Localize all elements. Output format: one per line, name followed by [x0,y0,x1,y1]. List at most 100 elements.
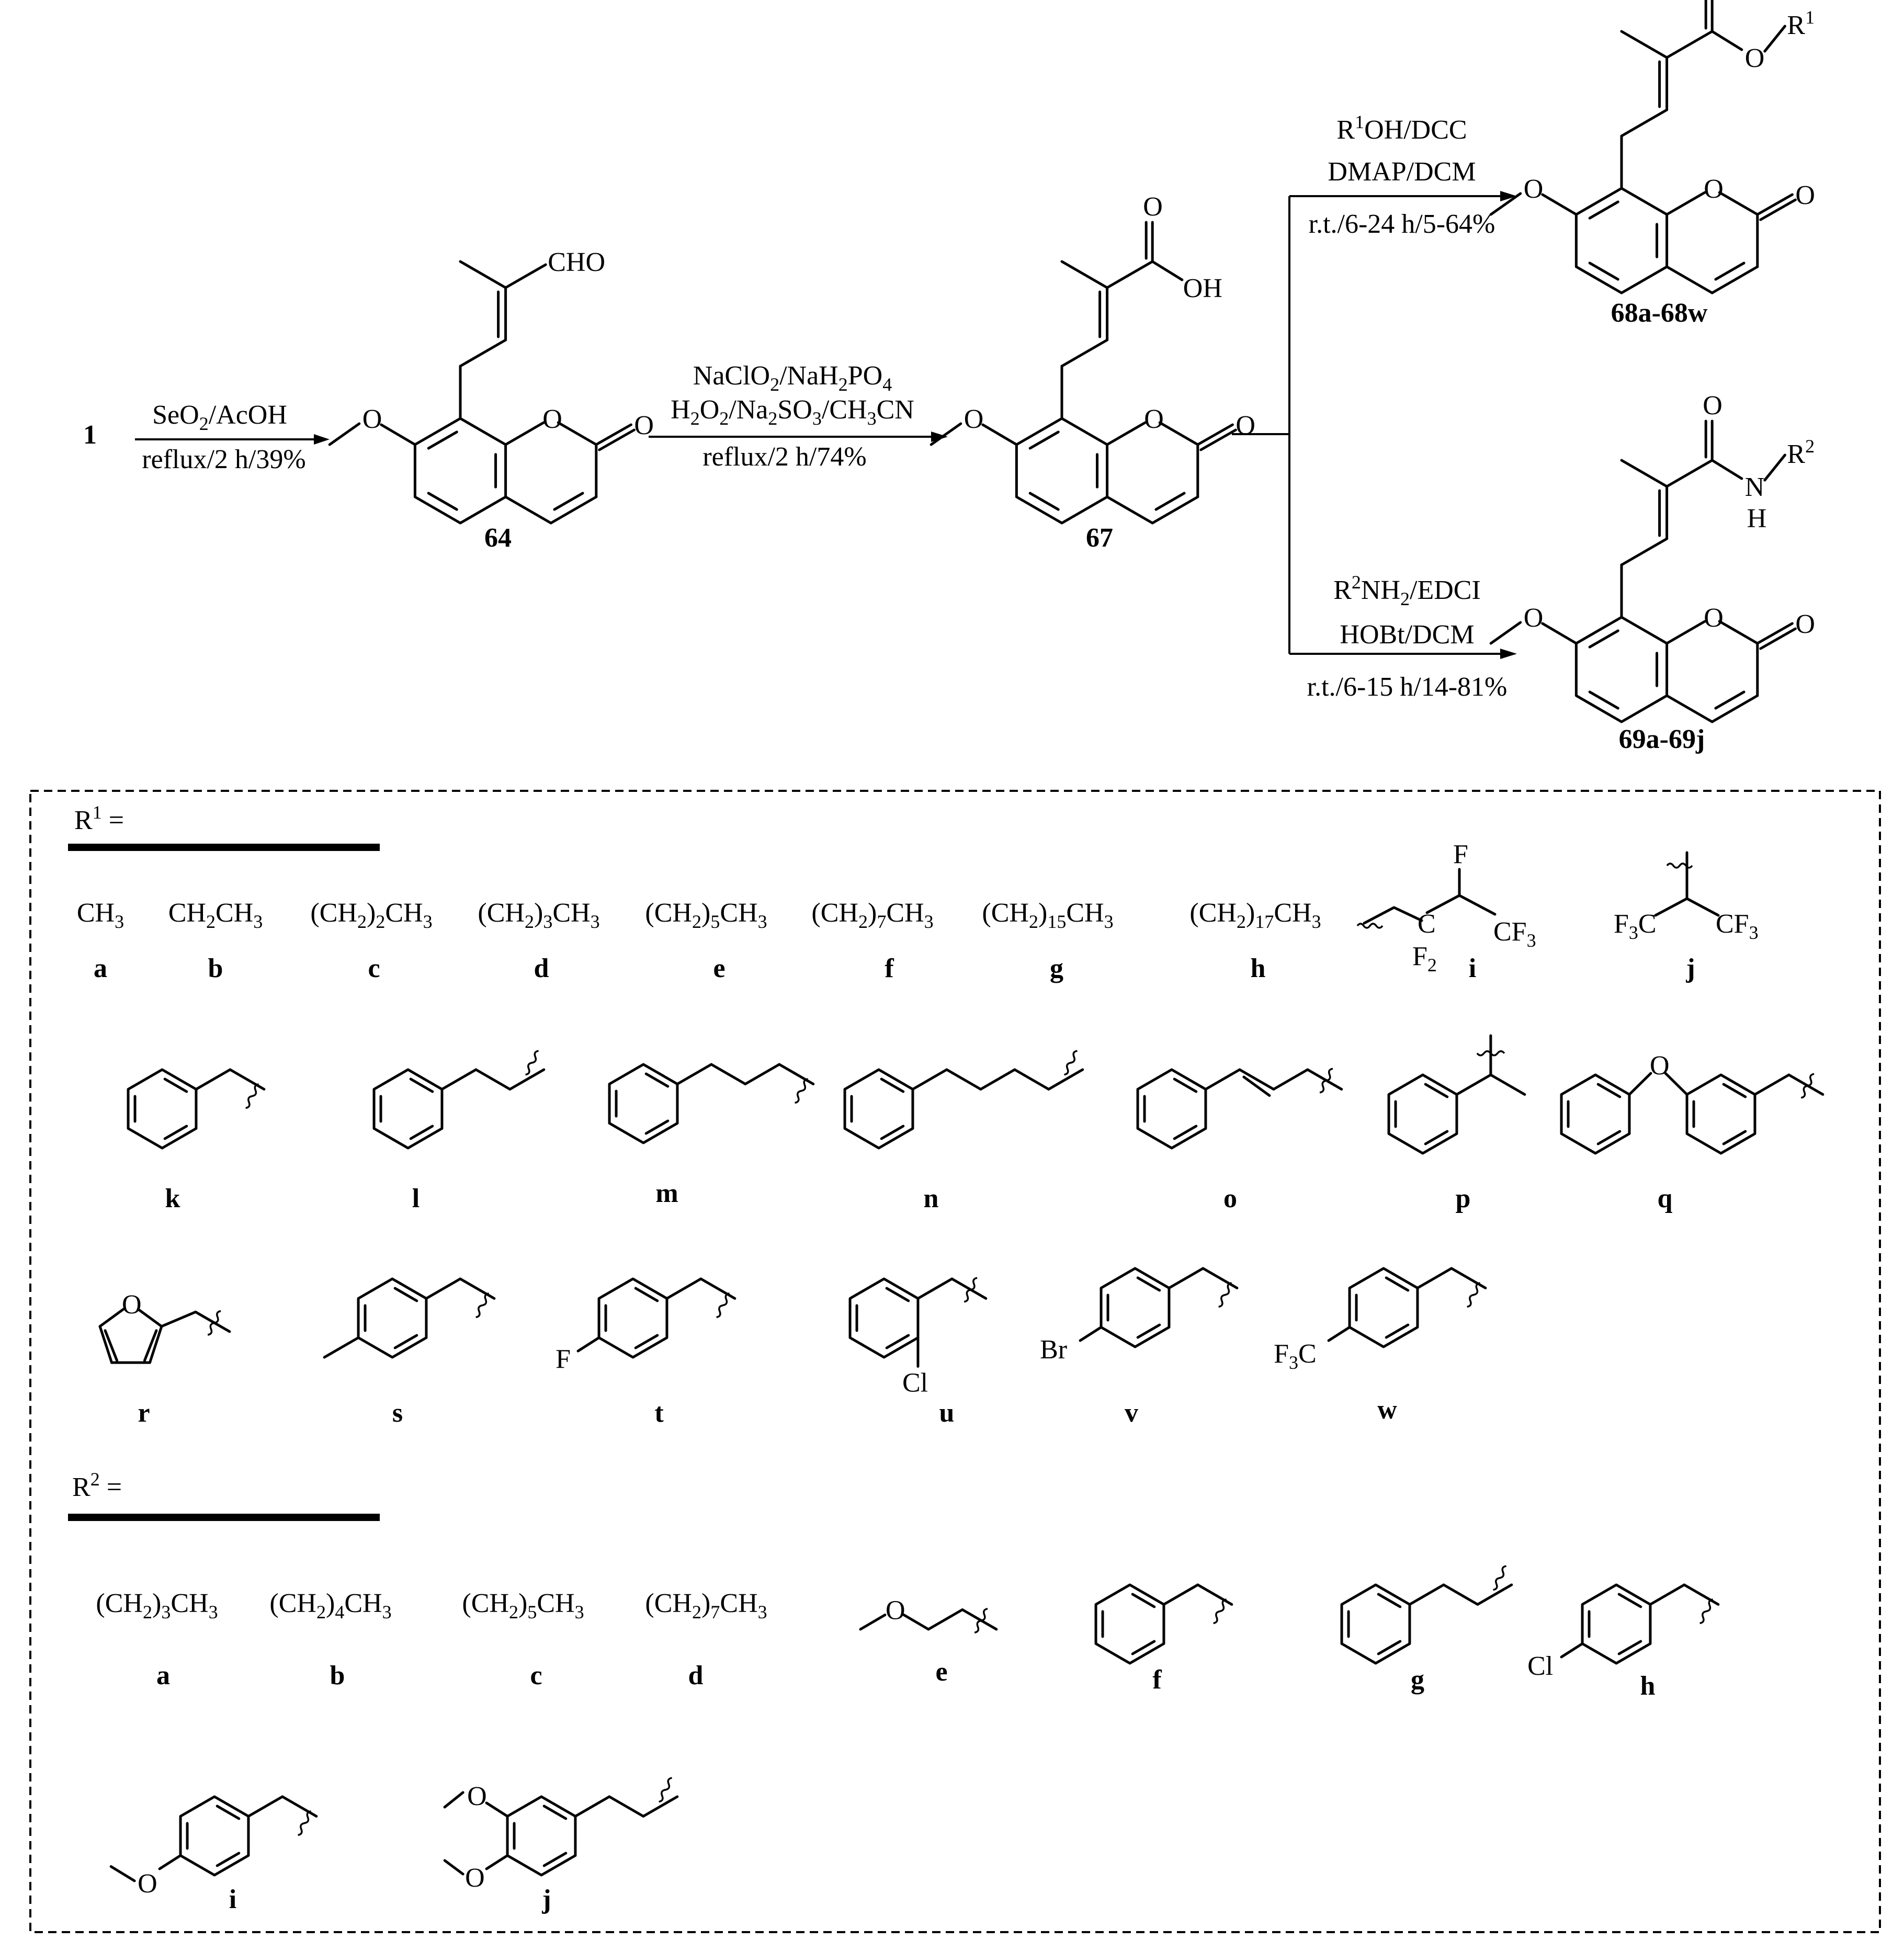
substituent-box [29,790,1881,1933]
methoxy-oxygen: O [138,1869,157,1899]
step3b-reagents-1: R2NH2/EDCI [1333,572,1481,609]
chain-bond [608,1795,645,1818]
label-r1-b: b [208,954,223,983]
label-r1-e: e [713,954,725,983]
double-bond [885,1287,910,1302]
wavy-bond [1699,1598,1714,1625]
double-bond [553,492,584,511]
chain-bond [642,1795,679,1818]
step3b-reagents-2: HOBt/DCM [1340,620,1474,650]
label-r1-d: d [534,954,549,983]
double-bond [1424,1130,1449,1145]
ring-bond [148,1325,163,1364]
chain-bond [1408,1583,1445,1606]
substituent-r2-j: OO [443,1777,679,1893]
methoxy-oxygen: O [362,404,382,434]
double-bond [634,1334,659,1349]
benzene-ring [608,1063,679,1144]
label-r1-o: o [1223,1184,1237,1213]
ring-outline [1136,1068,1207,1150]
product-68-structure: OOOOOR1 [1489,0,1815,294]
substituent-r1-a: CH3 [77,898,124,932]
carbonyl-oxygen: O [1795,609,1815,639]
double-bond [1596,1130,1622,1145]
benzene-ring [506,1795,577,1877]
methyl-bond [328,422,361,446]
substituent-r1-w: F3C [1274,1267,1487,1373]
methoxy-bond [981,423,1018,446]
chain-bond [1196,1583,1233,1606]
methyl-bond [1620,459,1669,488]
bromine-atom: Br [1040,1335,1067,1365]
label-r1-p: p [1456,1184,1471,1213]
ring-outline [127,1068,198,1150]
substituent-bond [1327,1326,1351,1342]
atom-C: C [1418,909,1436,939]
chain-bond [194,1310,231,1333]
double-bond [644,1119,670,1135]
label-r2-a: a [156,1661,170,1690]
chain-bond [440,1068,478,1091]
substituent-r1-d: (CH2)3CH3 [478,898,599,932]
ring-outline [1387,1073,1458,1155]
chain-bond [950,1277,988,1300]
ring-bond [504,421,545,446]
ring-bond [1106,495,1154,525]
methyl-bond [109,1865,136,1882]
chain-bond [902,1614,930,1631]
wavy-bond [207,1310,221,1336]
double-bond [393,1334,418,1349]
double-bond [1377,1593,1402,1608]
chain-bond [1306,1068,1343,1091]
ring-outline [843,1068,914,1150]
chain-bond [1476,1583,1513,1606]
chain-bond [574,1795,611,1818]
chain-bond [425,1277,462,1300]
ring-bond [1718,620,1759,645]
substituent-r2-c: (CH2)5CH3 [462,1588,584,1622]
branch-arrows [1232,191,1517,659]
ring-bond [98,1308,125,1328]
step3b-conditions: r.t./6-15 h/14-81% [1307,672,1508,702]
chain-bond [911,1068,948,1091]
label-r1-w: w [1377,1395,1397,1425]
compound-64-label: 64 [484,523,512,553]
methoxy-bond [1541,622,1578,645]
double-bond [634,1287,659,1302]
label-r1-u: u [939,1398,955,1428]
step3a-reagents-1: R1OH/DCC [1336,111,1467,145]
double-bond [143,1329,158,1362]
step1-reagents: SeO2/AcOH [152,400,287,434]
chain-bond [1168,1267,1205,1289]
ring-bond [1665,620,1706,645]
carbonyl-bond [598,428,636,451]
chain-bond [710,1063,747,1085]
benzo-ring [1574,616,1669,723]
substituent-r1-i: F C F2 CF3 [1356,839,1536,975]
wavy-bond [1064,1050,1078,1076]
substituent-bond [158,1854,182,1870]
benzene-ring [843,1068,914,1150]
label-r1-q: q [1658,1184,1673,1213]
step2-arrow [649,432,948,442]
ring-bond [98,1325,114,1364]
wavy-bond [1800,1073,1815,1099]
substituent-r1-r: O [98,1290,231,1364]
wavy-bond [1218,1282,1232,1308]
substituent-r2-h: Cl [1527,1583,1720,1681]
chain-bond [979,1068,1016,1091]
label-r1-g: g [1050,954,1063,983]
chain-bond [778,1063,815,1085]
double-bond [1173,1125,1198,1140]
chain-bond [665,1277,702,1300]
double-bond [1722,1083,1747,1098]
aldehyde-group: CHO [548,247,605,277]
methyl-bond [1489,621,1522,645]
substituent-r1-q: O [1560,1051,1824,1155]
chain-bond [1753,1073,1790,1096]
substituent-r1-m [608,1063,815,1144]
ring-outline [1100,1267,1171,1348]
benzo-ring [1015,417,1109,525]
